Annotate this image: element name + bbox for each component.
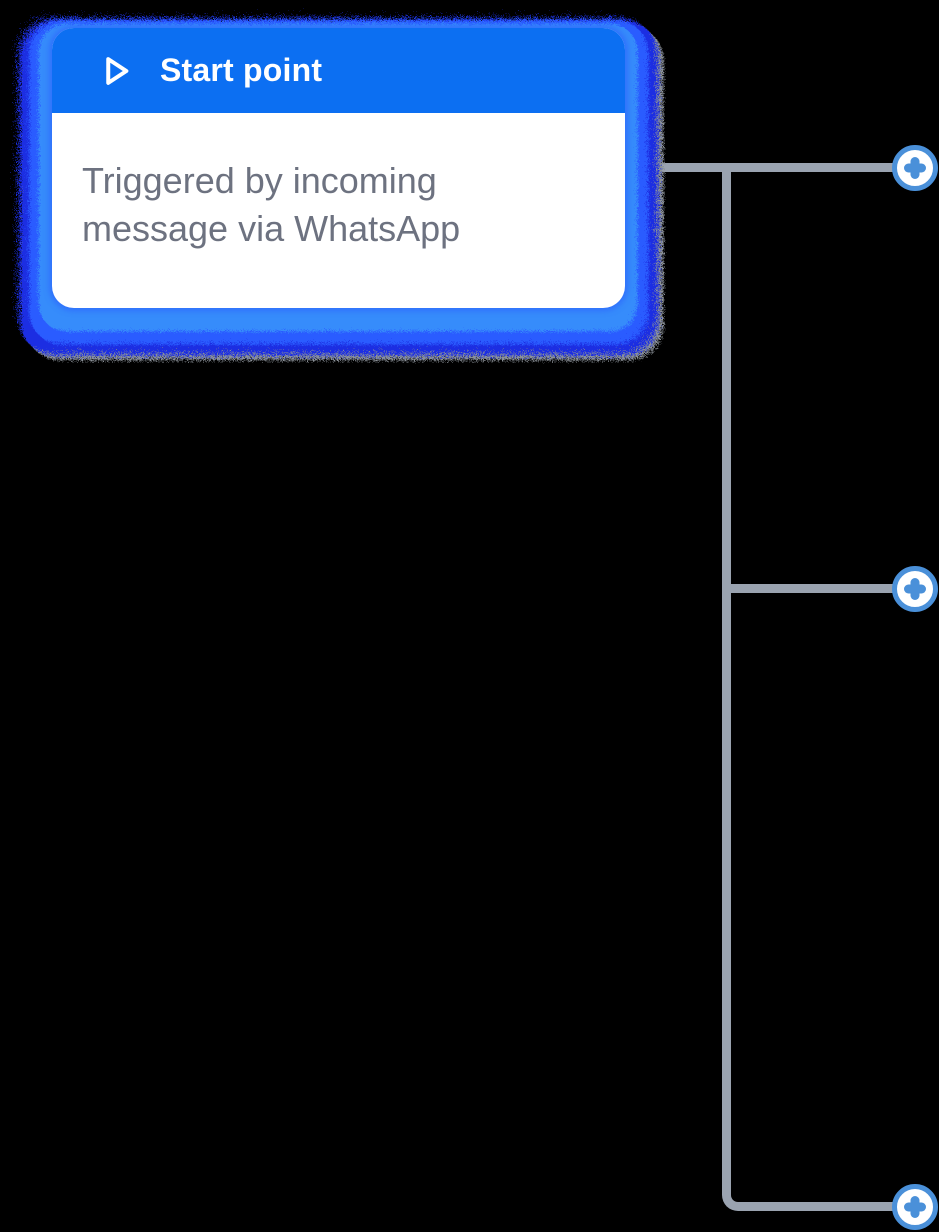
add-node-button-middle[interactable] (892, 566, 938, 612)
plus-icon (897, 1189, 933, 1225)
plus-icon (897, 150, 933, 186)
node-body: Triggered by incoming message via WhatsA… (52, 113, 625, 253)
connector-line-middle (731, 584, 898, 593)
node-title: Start point (160, 52, 323, 88)
connector-trunk (722, 163, 898, 1211)
connector-line-top (612, 163, 898, 172)
plus-icon (897, 571, 933, 607)
add-node-button-top[interactable] (892, 145, 938, 191)
play-icon (102, 52, 132, 90)
node-header: Start point (52, 28, 625, 113)
add-node-button-bottom[interactable] (892, 1184, 938, 1230)
node-description: Triggered by incoming message via WhatsA… (82, 160, 461, 249)
start-point-node[interactable]: Start point Triggered by incoming messag… (52, 28, 625, 308)
